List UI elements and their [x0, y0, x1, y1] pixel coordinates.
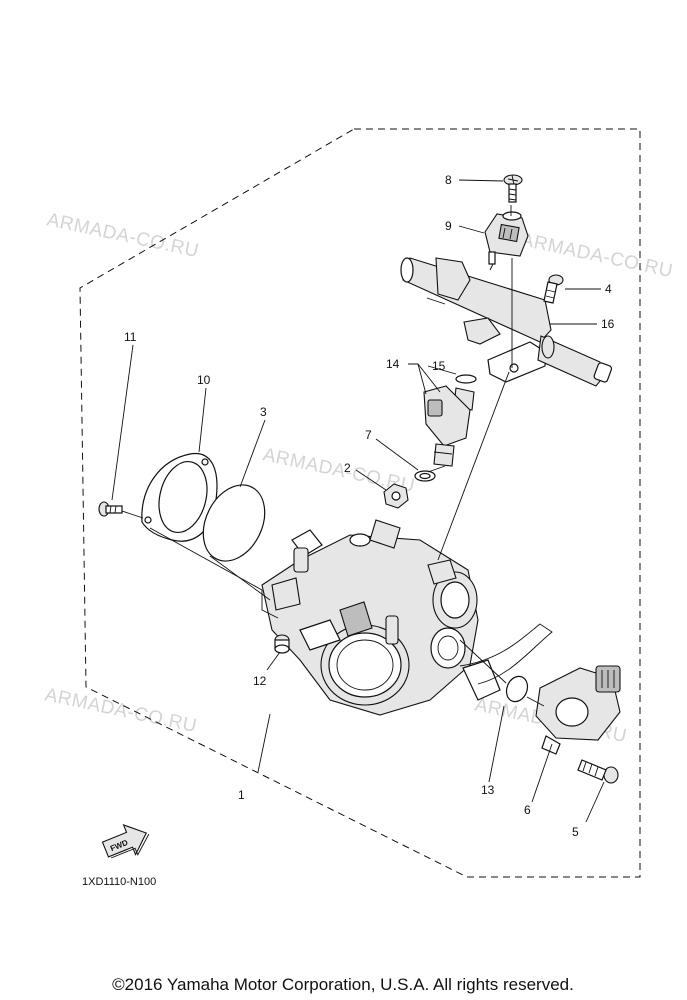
screw-8-part [503, 174, 523, 203]
assembly-boundary [79, 128, 641, 878]
screw-5-part [577, 759, 619, 784]
seal-7-part [414, 470, 436, 482]
hose-part [459, 623, 553, 685]
copyright-footer: ©2016 Yamaha Motor Corporation, U.S.A. A… [112, 975, 574, 994]
callout-1: 1 [238, 788, 245, 802]
fwd-arrow-icon: FWD [101, 823, 150, 859]
callout-13: 13 [481, 783, 495, 797]
callout-4: 4 [605, 282, 612, 296]
assembly-lines [121, 205, 545, 707]
callout-10: 10 [197, 373, 211, 387]
callout-2: 2 [344, 461, 351, 475]
callout-16: 16 [601, 317, 615, 331]
callout-5: 5 [572, 825, 579, 839]
callout-8: 8 [445, 173, 452, 187]
callouts: 1 2 3 4 5 6 7 8 9 10 11 12 13 14 15 16 [124, 173, 615, 839]
o-ring-13-part [505, 675, 529, 703]
watermark: ARMADA-CO.RU [43, 684, 199, 737]
throttle-sensor-6-part [535, 665, 621, 755]
fuel-rail-16-part [400, 257, 613, 387]
callout-11: 11 [124, 330, 137, 344]
callout-6: 6 [524, 803, 531, 817]
gasket-10-part [141, 452, 218, 542]
callout-14: 14 [386, 357, 400, 371]
diagram-code: 1XD1110-N100 [82, 876, 156, 888]
o-ring-3-part [202, 484, 266, 562]
callout-7: 7 [365, 428, 372, 442]
plug-12-part [274, 634, 290, 654]
nut-2-part [383, 483, 409, 509]
watermark: ARMADA-CO.RU [45, 209, 201, 262]
watermark: ARMADA-CO.RU [519, 229, 675, 282]
throttle-body-1-part [261, 519, 501, 716]
bolt-11-part [98, 501, 123, 517]
leader-lines [111, 179, 605, 823]
callout-12: 12 [253, 674, 267, 688]
sensor-9-part [484, 211, 529, 265]
screw-4-part [543, 274, 564, 304]
callout-9: 9 [445, 219, 452, 233]
injector-14-part [423, 374, 477, 467]
callout-3: 3 [260, 405, 267, 419]
callout-15: 15 [432, 359, 446, 373]
